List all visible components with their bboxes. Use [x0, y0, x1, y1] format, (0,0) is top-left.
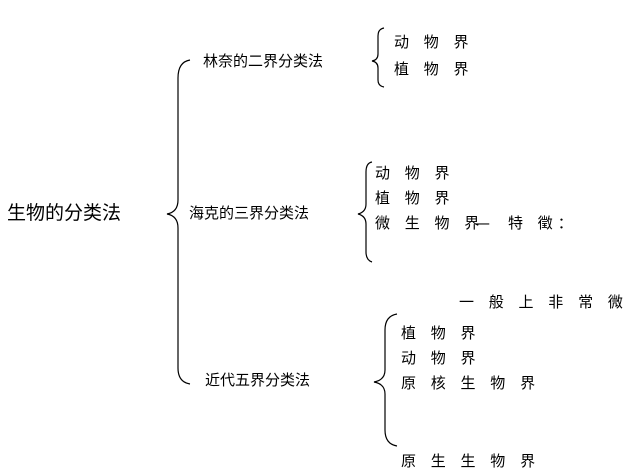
leaf-animal-kingdom: 动 物 界	[375, 164, 455, 182]
branch-1-brace	[371, 27, 385, 88]
leaf-microbe-kingdom: 微 生 物 界	[375, 214, 485, 232]
leaf-animal-kingdom: 动 物 界	[394, 33, 474, 51]
leaf-plant-kingdom: 植 物 界	[394, 60, 474, 78]
feature-label: 特 徵：	[508, 214, 578, 232]
branch-3-brace	[373, 313, 398, 447]
leaf-plant-kingdom: 植 物 界	[401, 324, 481, 342]
leaf-connector-dash: —	[475, 214, 490, 232]
leaf-animal-kingdom: 动 物 界	[401, 349, 481, 367]
leaf-plant-kingdom: 植 物 界	[375, 189, 455, 207]
root-brace	[166, 59, 191, 385]
branch-label-five-kingdoms: 近代五界分类法	[205, 371, 311, 389]
branch-label-haeckel: 海克的三界分类法	[189, 204, 310, 222]
branch-label-linnaeus: 林奈的二界分类法	[203, 52, 324, 70]
leaf-prokaryote-kingdom: 原 核 生 物 界	[401, 374, 541, 392]
leaf-protist-kingdom: 原 生 生 物 界	[401, 452, 541, 470]
feature-note: 一 般 上 非 常 微 小	[459, 293, 635, 311]
root-label: 生物的分类法	[7, 202, 122, 224]
branch-2-brace	[357, 161, 373, 263]
